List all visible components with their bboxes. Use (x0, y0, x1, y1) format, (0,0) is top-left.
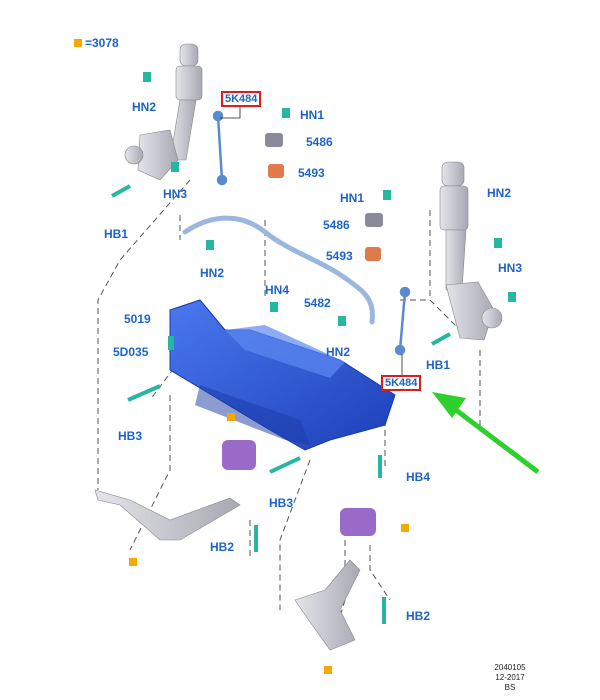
label-hn3-right: HN3 (498, 261, 523, 275)
orange-square-icon (74, 39, 82, 47)
lower-control-arms (94, 489, 361, 651)
reference-squares (129, 413, 409, 674)
stamp-date: 12-2017 (495, 673, 525, 682)
label-5482: 5482 (304, 296, 331, 310)
label-hb3-bottom: HB3 (269, 496, 294, 510)
label-5d035: 5D035 (113, 345, 149, 359)
diagram-stamp: 2040105 12-2017 BS (480, 663, 540, 693)
label-hn2-right-mid: HN2 (326, 345, 351, 359)
stabilizer-bushings (265, 133, 383, 261)
label-hn2-right-top: HN2 (487, 186, 512, 200)
stamp-number: 2040105 (494, 663, 526, 672)
label-hb4: HB4 (406, 470, 431, 484)
label-hb2-right: HB2 (406, 609, 431, 623)
left-strut-assembly (124, 43, 203, 181)
stabilizer-bar (182, 215, 376, 325)
label-5486-right: 5486 (323, 218, 350, 232)
label-hn1-right: HN1 (340, 191, 365, 205)
front-subframe (169, 299, 396, 451)
label-hb1-left: HB1 (104, 227, 129, 241)
label-hb3-left: HB3 (118, 429, 143, 443)
label-5k484-right: 5K484 (381, 375, 422, 391)
stamp-code: BS (504, 683, 516, 692)
fasteners (111, 72, 516, 624)
label-5493-top: 5493 (298, 166, 325, 180)
legend-text: =3078 (85, 36, 119, 50)
label-hb2-left: HB2 (210, 540, 235, 554)
label-hn2-top-left: HN2 (132, 100, 157, 114)
stabilizer-links (212, 110, 411, 356)
label-5493-right: 5493 (326, 249, 353, 263)
label-hn4: HN4 (265, 283, 290, 297)
label-hb1-right: HB1 (426, 358, 451, 372)
rear-mount-bushings (222, 440, 376, 536)
label-5019: 5019 (124, 312, 151, 326)
label-hn1-top: HN1 (300, 108, 325, 122)
right-strut-assembly (439, 161, 503, 341)
label-5486-top: 5486 (306, 135, 333, 149)
label-hn2-mid: HN2 (200, 266, 225, 280)
legend: =3078 (74, 36, 119, 50)
green-arrow (432, 392, 540, 474)
label-hn3-left: HN3 (163, 187, 188, 201)
label-5k484-top: 5K484 (221, 91, 262, 107)
